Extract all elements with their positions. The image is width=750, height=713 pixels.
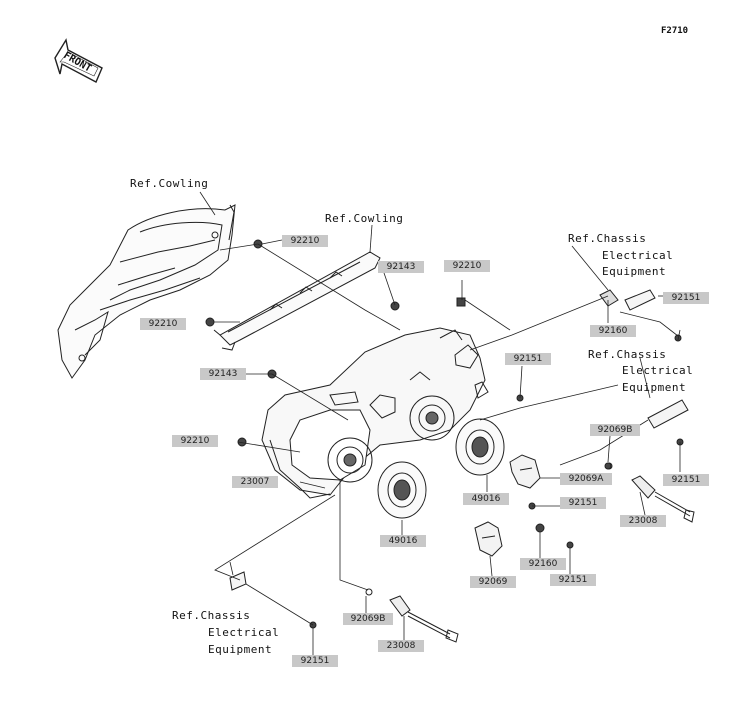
part-label[interactable]: 92151	[292, 655, 338, 667]
harness-23008-bottom	[365, 588, 459, 643]
part-label[interactable]: 92151	[663, 292, 709, 304]
part-label[interactable]: 92069B	[343, 613, 393, 625]
part-label[interactable]: 92210	[282, 235, 328, 247]
part-label[interactable]: 92143	[200, 368, 246, 380]
figure-id: F2710	[661, 26, 689, 36]
socket-92069A	[509, 454, 541, 489]
fasteners	[205, 239, 684, 629]
headlight-housing-drawing	[261, 327, 489, 499]
front-label: FRONT	[62, 50, 94, 75]
part-label[interactable]: 92160	[590, 325, 636, 337]
part-label[interactable]: 92210	[444, 260, 490, 272]
bulb-49016-right	[455, 418, 505, 476]
part-label[interactable]: 23007	[232, 476, 278, 488]
left-cowling-drawing	[57, 204, 236, 379]
part-label[interactable]: 49016	[463, 493, 509, 505]
ref-chassis-mid-line3: Equipment	[622, 381, 687, 394]
part-label[interactable]: 92151	[560, 497, 606, 509]
leader-lines	[199, 191, 681, 655]
bulb-49016-left	[377, 461, 427, 519]
ref-chassis-mid-line1: Ref.Chassis	[588, 348, 667, 361]
part-label[interactable]: 92210	[172, 435, 218, 447]
ref-chassis-top-line2: Electrical	[602, 249, 674, 262]
part-label[interactable]: 92069B	[590, 424, 640, 436]
part-label[interactable]: 23008	[378, 640, 424, 652]
ref-cowling-center: Ref.Cowling	[325, 212, 404, 225]
chassis-bracket-mid	[647, 399, 689, 429]
part-label[interactable]: 23008	[620, 515, 666, 527]
chassis-bracket-top	[599, 289, 656, 311]
ref-chassis-top-line1: Ref.Chassis	[568, 232, 647, 245]
part-label[interactable]: 92151	[663, 474, 709, 486]
ref-cowling-left: Ref.Cowling	[130, 177, 209, 190]
part-label[interactable]: 49016	[380, 535, 426, 547]
ref-chassis-bottom-line3: Equipment	[208, 643, 273, 656]
socket-92069	[474, 521, 503, 557]
ref-chassis-mid-line2: Electrical	[622, 364, 694, 377]
part-label[interactable]: 92069	[470, 576, 516, 588]
ref-chassis-top-line3: Equipment	[602, 265, 667, 278]
ref-chassis-bottom-line1: Ref.Chassis	[172, 609, 251, 622]
part-label[interactable]: 92160	[520, 558, 566, 570]
part-label[interactable]: 92143	[378, 261, 424, 273]
part-label[interactable]: 92151	[550, 574, 596, 586]
ref-chassis-bottom-line2: Electrical	[208, 626, 280, 639]
part-label[interactable]: 92151	[505, 353, 551, 365]
part-label[interactable]: 92069A	[560, 473, 612, 485]
front-arrow-icon	[54, 38, 103, 83]
part-label[interactable]: 92210	[140, 318, 186, 330]
